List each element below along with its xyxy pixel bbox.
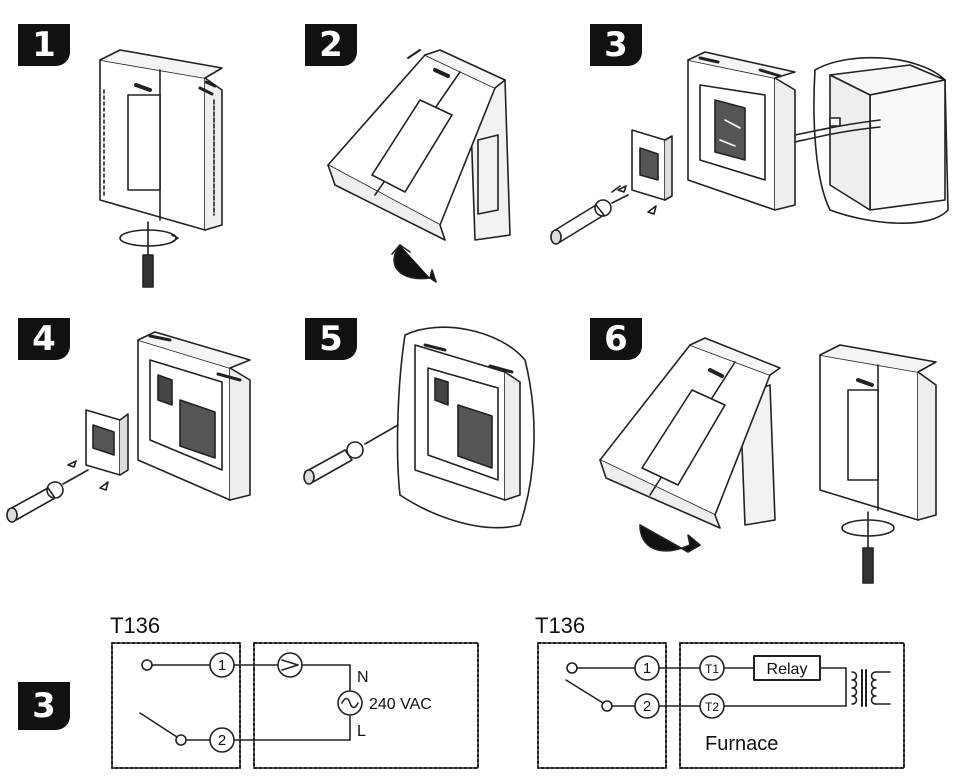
step-6-cover-close-illustration (599, 337, 781, 529)
left-wiring-diagram (111, 642, 479, 769)
left-thermostat-box (111, 642, 241, 769)
left-terminal-1-label: 1 (218, 657, 226, 674)
furnace-label: Furnace (705, 733, 778, 755)
step-6-closed-thermostat-illustration (819, 344, 937, 521)
step-1-screwdriver-icon (119, 221, 179, 288)
wiring-section-badge: 3 (18, 682, 70, 730)
step-2-cover-open-illustration (327, 49, 511, 241)
step-4-module-illustration (85, 409, 129, 476)
right-terminal-2-label: 2 (643, 698, 651, 715)
step-5-screw-icon (303, 424, 399, 485)
relay-box (753, 655, 821, 681)
step-3-screw-icon (550, 185, 657, 245)
step-4-screw-icon (6, 460, 109, 523)
step-5-badge: 5 (305, 318, 357, 360)
left-model-label: T136 (110, 613, 161, 638)
line-label: L (357, 723, 366, 740)
right-model-label: T136 (535, 613, 586, 638)
step-6-push-arrow-icon (639, 524, 701, 553)
right-terminal-1-label: 1 (643, 660, 651, 677)
step-6-screwdriver-icon (841, 511, 895, 584)
left-terminal-2-label: 2 (218, 732, 226, 749)
step-5-wall-mounted-base-illustration (396, 326, 535, 529)
right-wiring-diagram (537, 642, 905, 769)
relay-label: Relay (767, 661, 808, 678)
step-3-module-illustration (631, 129, 673, 201)
step-1-thermostat-illustration (99, 49, 223, 231)
step-3-badge: 3 (590, 24, 642, 66)
step-2-lift-arrow-icon (391, 244, 437, 283)
transformer-icon (851, 669, 891, 707)
step-3-wallbox-illustration (794, 56, 949, 224)
supply-voltage-label: 240 VAC (369, 696, 432, 713)
t1-label: T1 (705, 662, 719, 676)
step-6-badge: 6 (590, 318, 642, 360)
step-4-badge: 4 (18, 318, 70, 360)
step-3-base-illustration (687, 51, 796, 211)
t2-label: T2 (705, 700, 719, 714)
step-1-badge: 1 (18, 24, 70, 66)
step-2-badge: 2 (305, 24, 357, 66)
left-supply-box (253, 642, 479, 769)
neutral-label: N (357, 669, 369, 686)
step-4-base-illustration (137, 331, 251, 501)
